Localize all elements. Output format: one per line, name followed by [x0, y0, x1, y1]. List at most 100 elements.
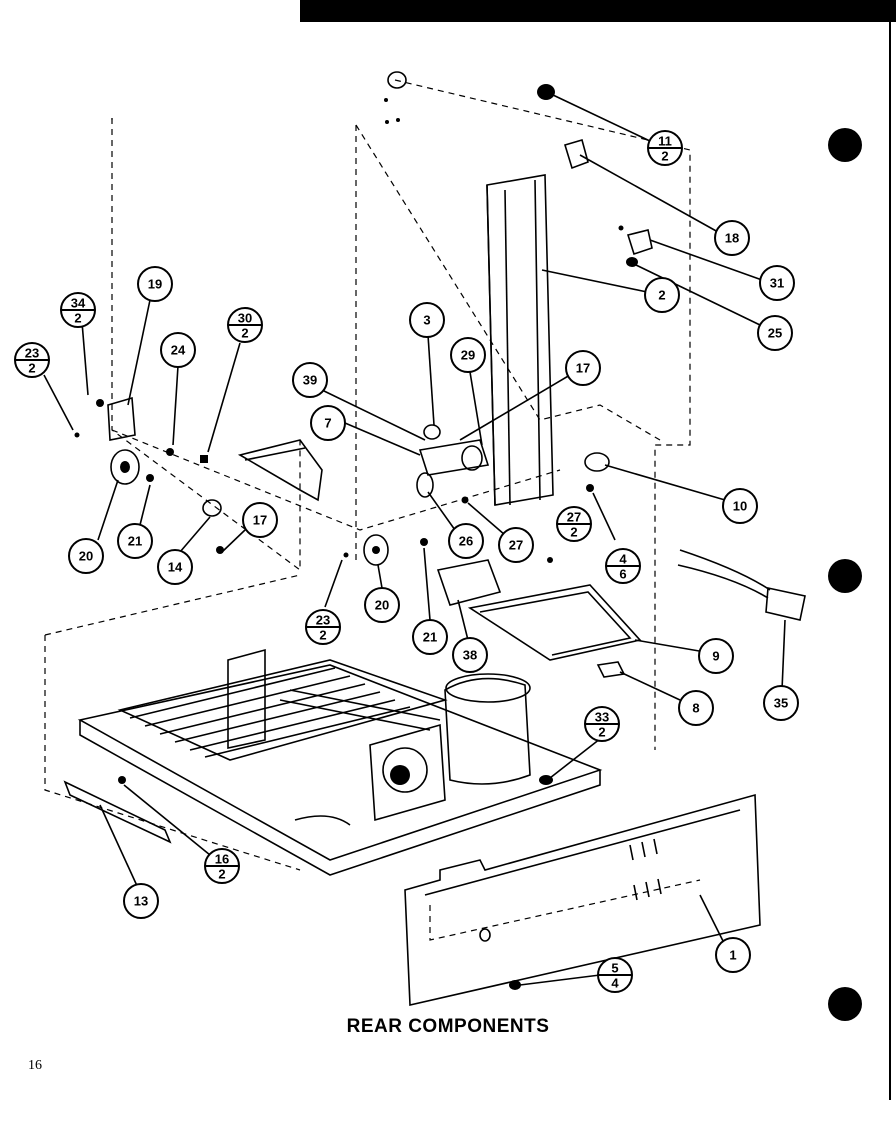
callout-3: 3: [409, 302, 445, 338]
callout-number: 29: [461, 348, 475, 363]
callout-17: 17: [242, 502, 278, 538]
callout-bottom: 2: [570, 525, 577, 540]
callout-number: 31: [770, 276, 784, 291]
callout-number: 9: [712, 649, 719, 664]
binder-hole-icon: [828, 128, 862, 162]
callout-number: 1: [729, 948, 736, 963]
callout-bottom: 2: [28, 361, 35, 376]
callout-9: 9: [698, 638, 734, 674]
callout-number: 24: [171, 343, 186, 358]
callout-number: 8: [692, 701, 699, 716]
binder-hole-icon: [828, 559, 862, 593]
callout-number: 13: [134, 894, 148, 909]
callout-top: 30: [238, 311, 252, 326]
callout-number: 27: [509, 538, 523, 553]
callout-top: 34: [71, 296, 86, 311]
callout-38: 38: [452, 637, 488, 673]
callout-number: 10: [733, 499, 747, 514]
callout-25: 25: [757, 315, 793, 351]
fan-shroud: [237, 439, 323, 502]
callout-21: 21: [117, 523, 153, 559]
callout-bottom: 4: [611, 976, 619, 991]
rear-access-panel: [404, 793, 761, 1006]
callout-33-2: 33 2: [584, 706, 620, 742]
callout-14: 14: [157, 549, 193, 585]
mullion-channel: [486, 174, 554, 506]
callout-16-2: 16 2: [204, 848, 240, 884]
callout-20: 20: [68, 538, 104, 574]
callout-29: 29: [450, 337, 486, 373]
callout-number: 25: [768, 326, 782, 341]
diagram-caption: REAR COMPONENTS: [346, 1016, 550, 1037]
callout-26: 26: [448, 523, 484, 559]
machine-compartment: [77, 648, 603, 876]
page-number: 16: [28, 1058, 42, 1073]
callout-number: 17: [253, 513, 267, 528]
scan-top-edge: [300, 0, 896, 22]
callout-number: 7: [324, 416, 331, 431]
callout-number: 39: [303, 373, 317, 388]
compressor: [444, 673, 531, 785]
callout-top: 23: [316, 613, 330, 628]
callout-21: 21: [412, 619, 448, 655]
callout-bottom: 2: [218, 867, 225, 882]
callout-bottom: 6: [619, 567, 626, 582]
callout-5-4: 5 4: [597, 957, 633, 993]
callout-number: 17: [576, 361, 590, 376]
callout-number: 21: [128, 534, 142, 549]
center-motor-bracket: [343, 424, 610, 566]
callout-34-2: 34 2: [60, 292, 96, 328]
callout-23-2: 23 2: [305, 609, 341, 645]
callout-30-2: 30 2: [227, 307, 263, 343]
callout-10: 10: [722, 488, 758, 524]
callout-4-6: 4 6: [605, 548, 641, 584]
top-fittings: [384, 71, 653, 267]
leader-lines: [43, 94, 786, 986]
callout-top: 11: [658, 134, 672, 149]
callout-24: 24: [160, 332, 196, 368]
callout-27-2: 27 2: [556, 506, 592, 542]
callout-20: 20: [364, 587, 400, 623]
callout-number: 38: [463, 648, 477, 663]
callout-top: 27: [567, 510, 581, 525]
binder-hole-icon: [828, 987, 862, 1021]
callout-39: 39: [292, 362, 328, 398]
callout-11-2: 11 2: [647, 130, 683, 166]
callout-number: 20: [375, 598, 389, 613]
callout-number: 18: [725, 231, 739, 246]
callout-number: 26: [459, 534, 473, 549]
power-cord: [677, 549, 806, 621]
callout-27: 27: [498, 527, 534, 563]
callout-number: 19: [148, 277, 162, 292]
callout-number: 35: [774, 696, 788, 711]
callout-bottom: 2: [74, 311, 81, 326]
callout-number: 14: [168, 560, 183, 575]
callout-number: 2: [658, 288, 665, 303]
callout-35: 35: [763, 685, 799, 721]
callout-31: 31: [759, 265, 795, 301]
callout-top: 4: [619, 552, 627, 567]
callout-bottom: 2: [598, 725, 605, 740]
callout-8: 8: [678, 690, 714, 726]
condenser-fan: [369, 723, 446, 822]
callout-bottom: 2: [661, 149, 668, 164]
callout-top: 23: [25, 346, 39, 361]
callout-1: 1: [715, 937, 751, 973]
callout-bottom: 2: [319, 628, 326, 643]
callout-18: 18: [714, 220, 750, 256]
callout-top: 5: [611, 961, 618, 976]
callout-bottom: 2: [241, 326, 248, 341]
callout-2: 2: [644, 277, 680, 313]
callout-13: 13: [123, 883, 159, 919]
callout-top: 33: [595, 710, 609, 725]
callout-number: 3: [423, 313, 430, 328]
callout-19: 19: [137, 266, 173, 302]
callout-23-2: 23 2: [14, 342, 50, 378]
callout-number: 21: [423, 630, 437, 645]
front-bracket: [63, 776, 172, 844]
callout-top: 16: [215, 852, 229, 867]
assembly-outline: [44, 79, 701, 941]
callout-17: 17: [565, 350, 601, 386]
callout-7: 7: [310, 405, 346, 441]
